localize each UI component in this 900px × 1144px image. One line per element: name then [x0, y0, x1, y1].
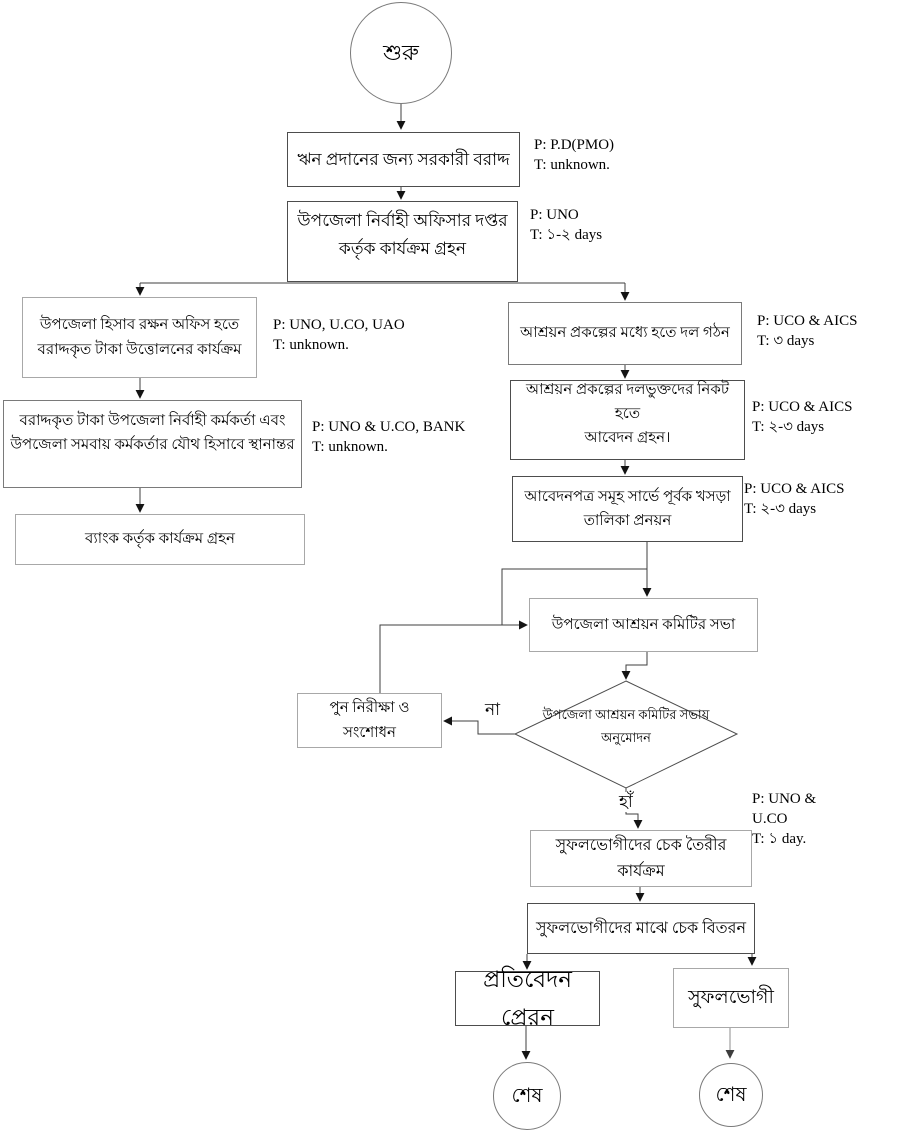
node-joint-account-label: বরাদ্দকৃত টাকা উপজেলা নির্বাহী কর্মকর্তা… — [10, 412, 295, 453]
node-bank-action-label: ব্যাংক কর্তৃক কার্যক্রম গ্রহন — [85, 531, 235, 548]
node-beneficiary-label: সুফলভোগী — [688, 986, 774, 1008]
node-cheque-prepare-label: সুফলভোগীদের চেক তৈরীর কার্যক্রম — [555, 836, 727, 880]
node-application-receive: আশ্রয়ন প্রকল্পের দলভুক্তদের নিকট হতে আব… — [510, 380, 745, 460]
annotation-accounts-office: P: UNO, U.CO, UAO T: unknown. — [273, 317, 405, 353]
node-application-receive-label: আশ্রয়ন প্রকল্পের দলভুক্তদের নিকট হতে আব… — [526, 381, 729, 447]
node-cheque-prepare: সুফলভোগীদের চেক তৈরীর কার্যক্রম — [530, 830, 752, 887]
node-group-formation-label: আশ্রয়ন প্রকল্পের মধ্যে হতে দল গঠন — [520, 325, 730, 342]
node-bank-action: ব্যাংক কর্তৃক কার্যক্রম গ্রহন — [15, 514, 305, 565]
node-revision-label: পুন নিরীক্ষা ও সংশোধন — [329, 700, 410, 741]
node-cheque-distribute: সুফলভোগীদের মাঝে চেক বিতরন — [527, 903, 755, 954]
decision-yes-label: হাঁ — [616, 792, 636, 813]
annotation-uno-office: P: UNO T: ১-২ days — [530, 207, 603, 243]
node-report-send: প্রতিবেদন প্রেরন — [455, 967, 600, 1030]
connector-committee-to-decision — [621, 652, 648, 680]
decision-no-label: না — [482, 700, 504, 721]
annotation-joint-account: P: UNO & U.CO, BANK T: unknown. — [312, 419, 466, 455]
start-terminator-label: শুরু — [383, 40, 419, 66]
node-uno-office-label: উপজেলা নির্বাহী অফিসার দপ্তর কর্তৃক কার্… — [297, 210, 508, 258]
node-draft-list-label: আবেদনপত্র সমূহ সার্ভে পূর্বক খসড়া তালিক… — [524, 488, 731, 529]
node-accounts-office: উপজেলা হিসাব রক্ষন অফিস হতে বরাদ্দকৃত টা… — [22, 297, 257, 378]
node-govt-allocation: ঋন প্রদানের জন্য সরকারী বরাদ্দ — [287, 132, 520, 187]
end-terminator-left-label: শেষ — [511, 1084, 543, 1107]
end-terminator-left: শেষ — [493, 1062, 561, 1130]
node-accounts-office-label: উপজেলা হিসাব রক্ষন অফিস হতে বরাদ্দকৃত টা… — [37, 317, 242, 358]
node-joint-account: বরাদ্দকৃত টাকা উপজেলা নির্বাহী কর্মকর্তা… — [3, 400, 302, 488]
annotation-decision-yes: P: UNO & U.CO T: ১ day. — [752, 791, 817, 847]
node-committee-meeting-label: উপজেলা আশ্রয়ন কমিটির সভা — [551, 616, 736, 633]
node-report-send-label: প্রতিবেদন প্রেরন — [483, 967, 572, 1030]
node-draft-list: আবেদনপত্র সমূহ সার্ভে পূর্বক খসড়া তালিক… — [512, 476, 743, 542]
decision-label: উপজেলা আশ্রয়ন কমিটির সভায় অনুমোদন — [542, 707, 710, 746]
node-beneficiary: সুফলভোগী — [673, 968, 789, 1028]
node-govt-allocation-label: ঋন প্রদানের জন্য সরকারী বরাদ্দ — [297, 149, 510, 169]
annotation-draft-list: P: UCO & AICS T: ২-৩ days — [744, 481, 845, 517]
start-terminator: শুরু — [350, 2, 452, 104]
end-terminator-right-label: শেষ — [715, 1083, 747, 1106]
end-terminator-right: শেষ — [699, 1063, 763, 1127]
node-revision: পুন নিরীক্ষা ও সংশোধন — [297, 693, 442, 748]
annotation-application-receive: P: UCO & AICS T: ২-৩ days — [752, 399, 853, 435]
connector-decision-no — [443, 716, 515, 735]
node-group-formation: আশ্রয়ন প্রকল্পের মধ্যে হতে দল গঠন — [508, 302, 742, 365]
annotation-group-formation: P: UCO & AICS T: ৩ days — [757, 313, 858, 349]
node-cheque-distribute-label: সুফলভোগীদের মাঝে চেক বিতরন — [535, 919, 747, 937]
node-uno-office: উপজেলা নির্বাহী অফিসার দপ্তর কর্তৃক কার্… — [287, 201, 518, 282]
connector-revision-to-committee — [379, 620, 528, 693]
node-committee-meeting: উপজেলা আশ্রয়ন কমিটির সভা — [529, 598, 758, 652]
annotation-govt-allocation: P: P.D(PMO) T: unknown. — [534, 137, 615, 173]
decision-diamond-shape — [513, 680, 739, 789]
connector-draft-side-jog — [501, 568, 647, 625]
